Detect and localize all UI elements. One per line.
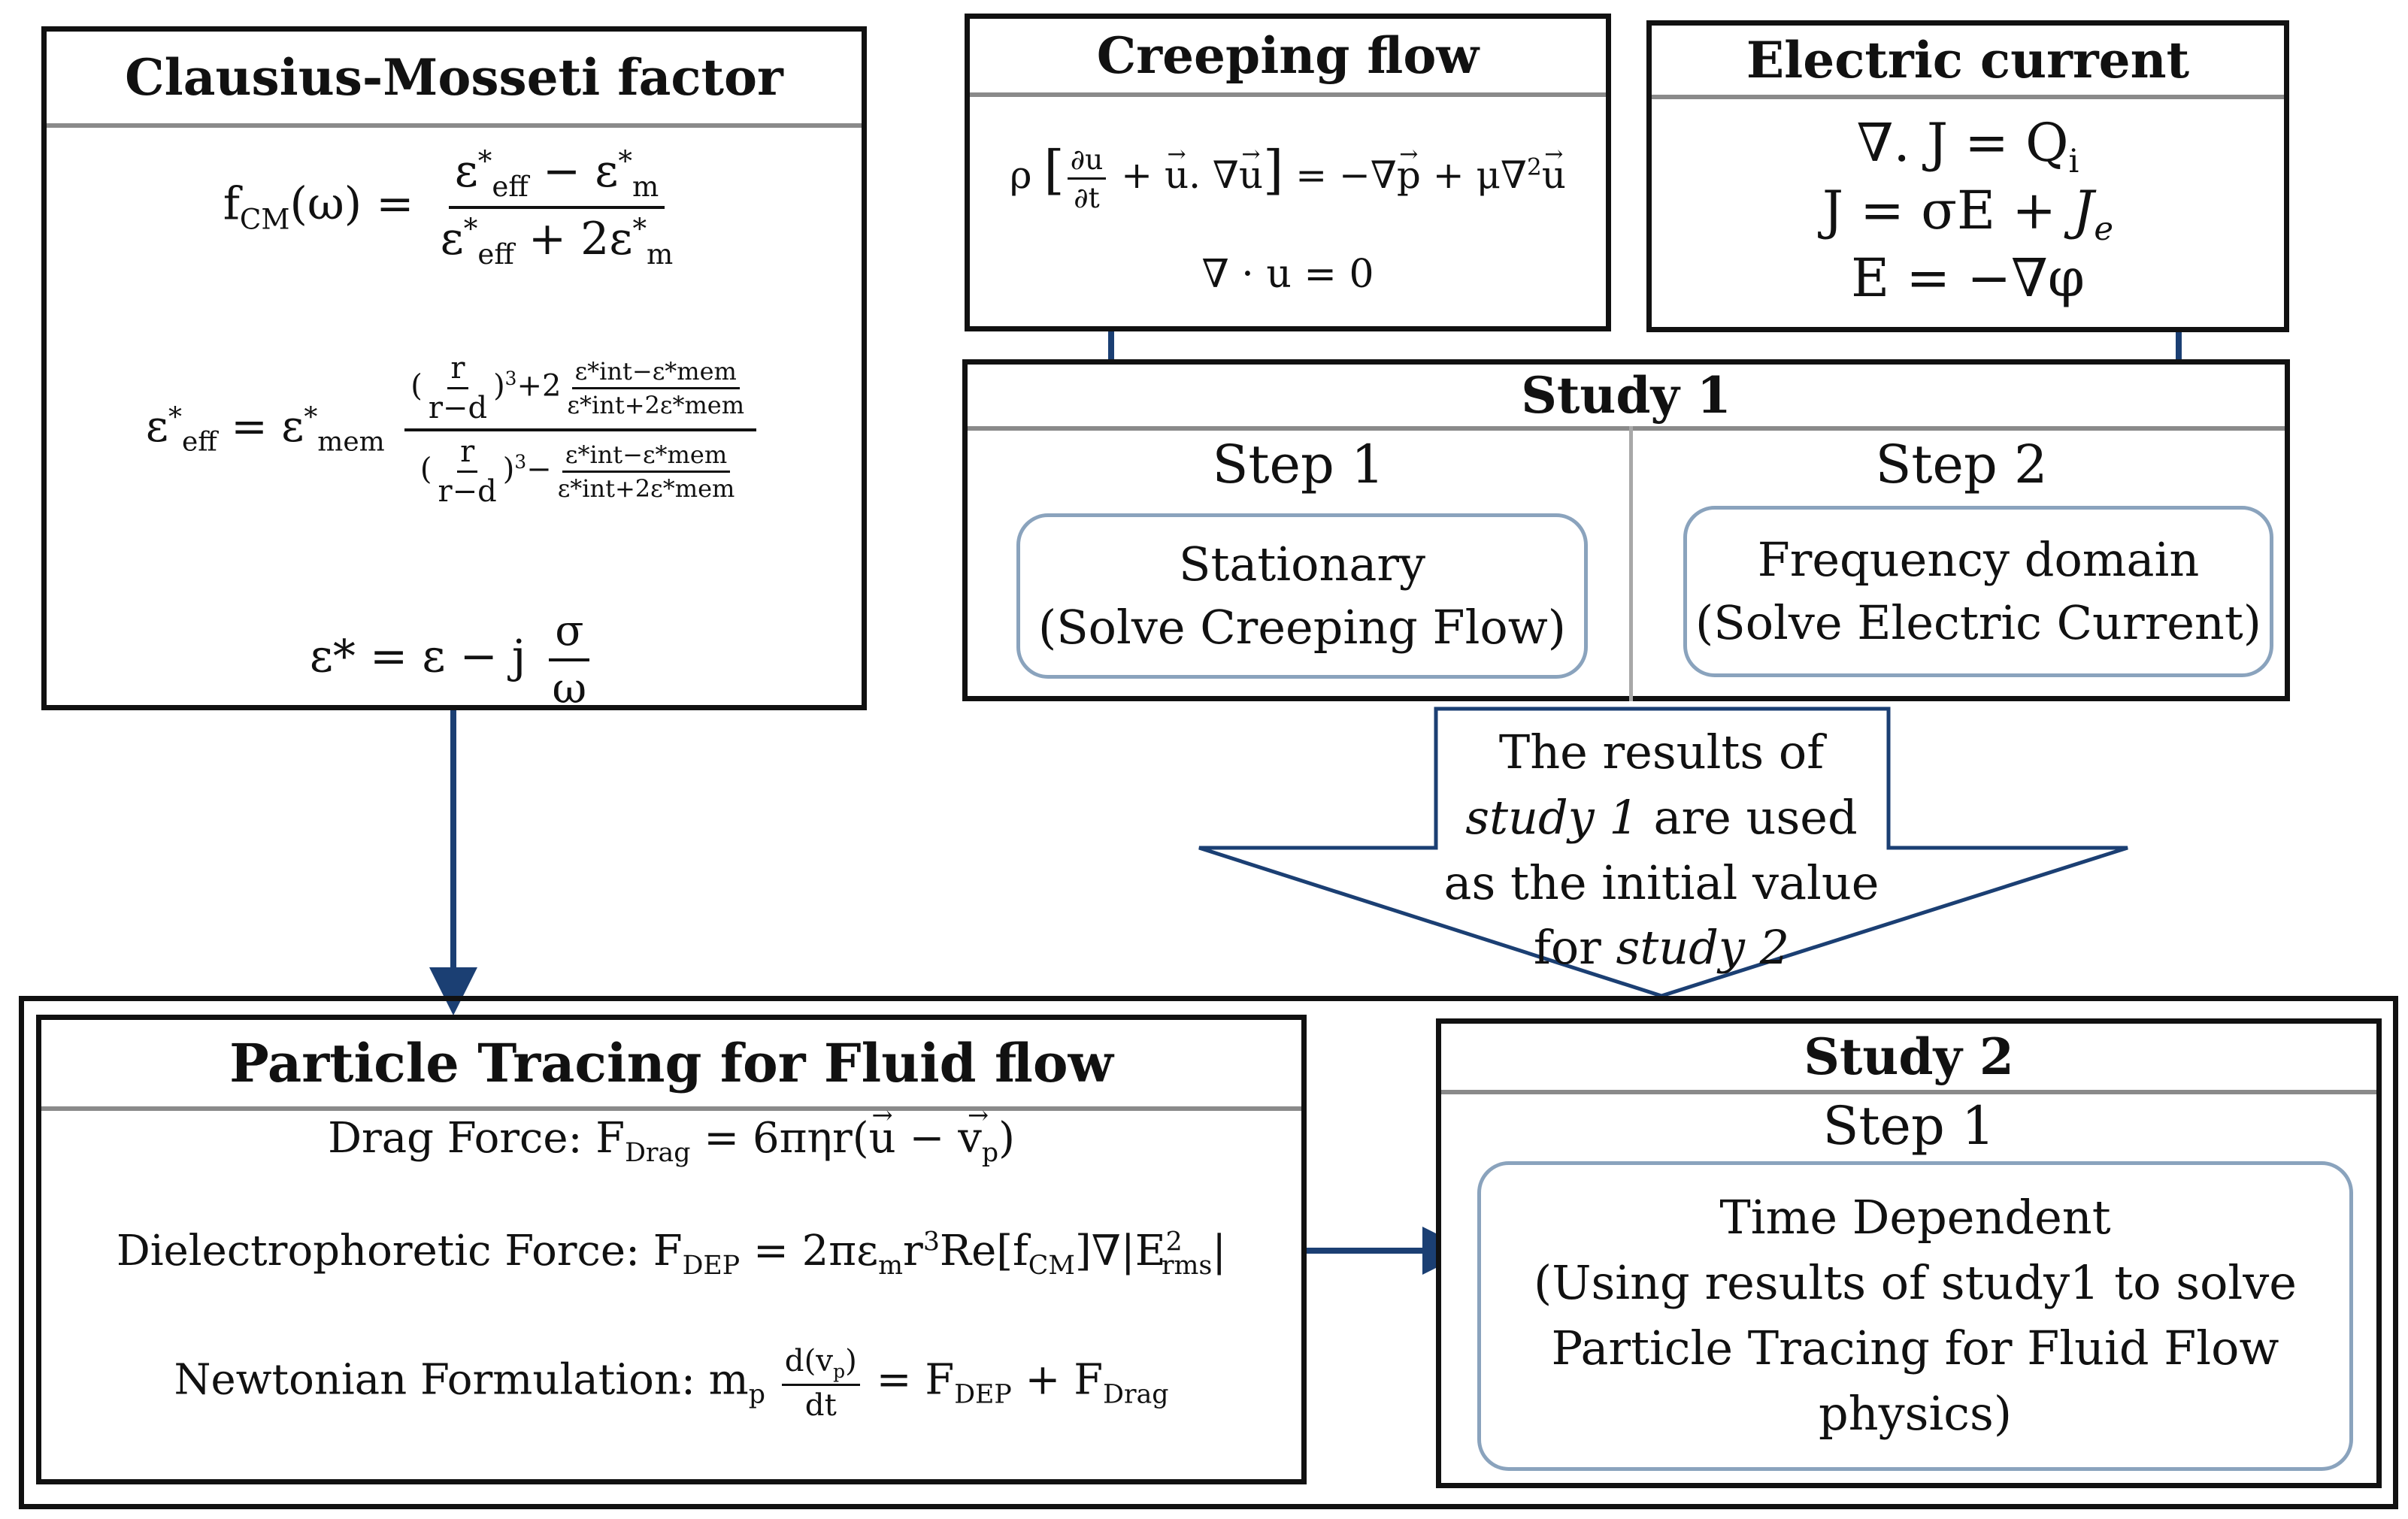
current-density-equation: J = σE + Je [1822, 180, 2113, 248]
creeping-flow-box: Creeping flow ρ [∂u∂t + u. ∇u] = −∇p + μ… [965, 14, 1611, 331]
study1-step1-label: Step 1 [1212, 434, 1385, 495]
study1-box: Study 1 Step 1 Step 2 Stationary (Solve … [962, 359, 2290, 701]
stationary-line2: (Solve Creeping Flow) [1038, 600, 1566, 655]
navier-stokes-equation: ρ [∂u∂t + u. ∇u] = −∇p + μ∇2u [970, 139, 1606, 214]
transfer-arrow-text: The results of study 1 are used as the i… [1443, 725, 1879, 976]
drag-force-equation: Drag Force: FDrag = 6πηr(u − vp) [41, 1114, 1301, 1168]
time-dependent-line2: (Using results of study1 to solve [1534, 1255, 2297, 1311]
time-dependent-line1: Time Dependent [1719, 1190, 2111, 1245]
clausius-mosseti-box: Clausius-Mosseti factor fCM(ω) = ε*eff −… [41, 26, 867, 713]
stationary-line1: Stationary [1179, 537, 1425, 592]
study1-step2-label: Step 2 [1875, 434, 2048, 495]
study1-divider [1629, 426, 1633, 701]
charge-continuity-equation: ∇. J = Qi [1856, 112, 2079, 180]
particle-tracing-box: Particle Tracing for Fluid flow Drag For… [36, 1015, 1307, 1484]
clausius-mosseti-title: Clausius-Mosseti factor [47, 32, 862, 128]
newtonian-formulation-equation: Newtonian Formulation: mp d(vp)dt = FDEP… [174, 1343, 1169, 1424]
time-dependent-line4: physics) [1818, 1385, 2013, 1441]
cm-factor-equation: fCM(ω) = ε*eff − ε*m ε*eff + 2ε*m [47, 144, 862, 271]
frequency-line2: (Solve Electric Current) [1695, 595, 2261, 650]
study2-step1-label: Step 1 [1822, 1095, 1995, 1157]
electric-field-equation: E = −∇φ [1851, 247, 2085, 309]
stationary-step-box: Stationary (Solve Creeping Flow) [1016, 513, 1588, 679]
study2-box: Study 2 Step 1 Time Dependent (Using res… [1436, 1018, 2382, 1488]
bottom-outer-frame [19, 996, 2398, 1509]
creeping-flow-title: Creeping flow [970, 19, 1606, 97]
electric-current-box: Electric current ∇. J = Qi J = σE + Je E… [1646, 20, 2289, 332]
continuity-equation: ∇ · u = 0 [1201, 252, 1374, 297]
frequency-domain-step-box: Frequency domain (Solve Electric Current… [1683, 506, 2273, 677]
cm-fraction: ε*eff − ε*m ε*eff + 2ε*m [440, 144, 674, 271]
transfer-block-arrow [1198, 707, 2128, 998]
electric-current-title: Electric current [1652, 26, 2284, 99]
time-dependent-step-box: Time Dependent (Using results of study1 … [1477, 1161, 2353, 1471]
dielectrophoretic-force-equation: Dielectrophoretic Force: FDEP = 2πεmr3Re… [116, 1227, 1227, 1281]
particle-tracing-title: Particle Tracing for Fluid flow [41, 1020, 1301, 1111]
frequency-line1: Frequency domain [1757, 532, 2200, 588]
study1-title: Study 1 [968, 365, 2285, 431]
study2-title: Study 2 [1441, 1024, 2376, 1094]
time-dependent-line3: Particle Tracing for Fluid Flow [1551, 1321, 2279, 1375]
complex-permittivity-equation: ε* = ε − j σ ω [47, 607, 862, 713]
